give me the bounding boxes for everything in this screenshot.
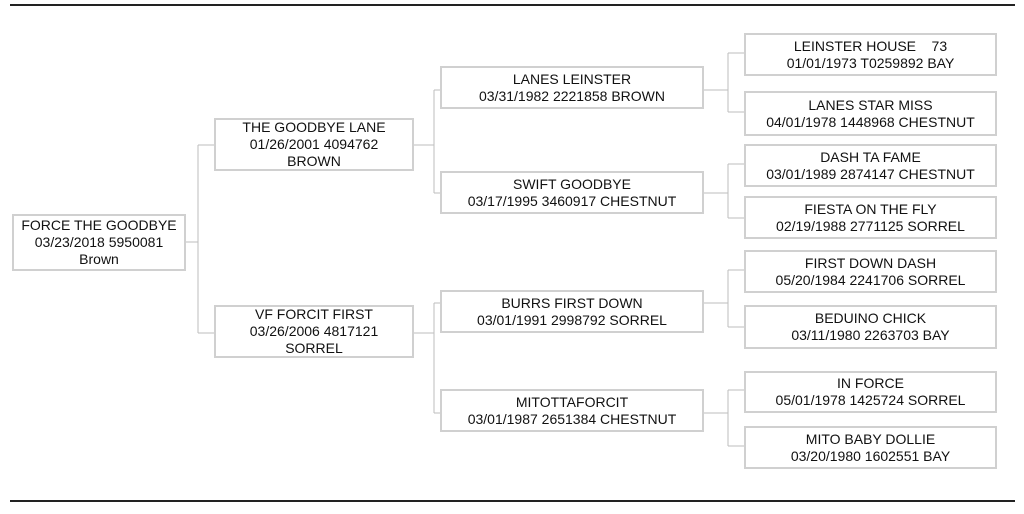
horse-name: BEDUINO CHICK [814, 310, 927, 326]
horse-details: 03/11/1980 2263703 BAY [791, 327, 950, 343]
horse-name: LANES STAR MISS [808, 96, 933, 113]
horse-box-dd-sire: IN FORCE 05/01/1978 1425724 SORREL [744, 371, 997, 413]
horse-color: SORREL [285, 340, 343, 356]
horse-name: SWIFT GOODBYE [513, 175, 631, 192]
top-rule [10, 4, 1015, 6]
horse-details: 04/01/1978 1448968 CHESTNUT [766, 113, 975, 130]
connector-dam-sire [703, 269, 744, 328]
connector-dam-dam [703, 389, 744, 447]
horse-details: 02/19/1988 2771125 SORREL [776, 217, 965, 234]
horse-name: FIESTA ON THE FLY [804, 200, 937, 217]
horse-box-dam-sire: BURRS FIRST DOWN 03/01/1991 2998792 SORR… [440, 290, 704, 333]
horse-name: FORCE THE GOODBYE [21, 217, 177, 233]
horse-box-dam: VF FORCIT FIRST 03/26/2006 4817121 SORRE… [214, 305, 414, 358]
horse-name: BURRS FIRST DOWN [501, 294, 643, 311]
horse-box-ds-sire: FIRST DOWN DASH 05/20/1984 2241706 SORRE… [744, 250, 997, 293]
horse-details: 05/01/1978 1425724 SORREL [775, 392, 966, 408]
horse-box-sd-dam: FIESTA ON THE FLY 02/19/1988 2771125 SOR… [744, 196, 997, 239]
horse-box-sire: THE GOODBYE LANE 01/26/2001 4094762 BROW… [214, 118, 414, 171]
horse-details: 03/23/2018 5950081 [34, 234, 164, 250]
horse-name: FIRST DOWN DASH [804, 254, 937, 271]
horse-details: 03/17/1995 3460917 CHESTNUT [467, 192, 677, 209]
horse-details: 03/01/1987 2651384 CHESTNUT [467, 410, 677, 427]
horse-name: VF FORCIT FIRST [255, 306, 373, 322]
horse-box-subject: FORCE THE GOODBYE 03/23/2018 5950081 Bro… [12, 214, 186, 271]
horse-name: LEINSTER HOUSE 73 [793, 37, 948, 54]
bottom-rule [10, 500, 1015, 502]
horse-details: 01/26/2001 4094762 [249, 136, 379, 152]
horse-color: BROWN [287, 153, 341, 169]
horse-name: IN FORCE [837, 375, 904, 391]
connector-subject [185, 144, 214, 334]
horse-box-sire-sire: LANES LEINSTER 03/31/1982 2221858 BROWN [440, 66, 704, 109]
connector-sire-sire [703, 52, 744, 113]
horse-box-sd-sire: DASH TA FAME 03/01/1989 2874147 CHESTNUT [744, 144, 997, 187]
horse-box-sire-dam: SWIFT GOODBYE 03/17/1995 3460917 CHESTNU… [440, 171, 704, 214]
horse-box-ss-dam: LANES STAR MISS 04/01/1978 1448968 CHEST… [744, 91, 997, 136]
connector-dam [413, 302, 440, 414]
horse-details: 03/01/1989 2874147 CHESTNUT [766, 165, 975, 182]
horse-name: LANES LEINSTER [512, 70, 632, 87]
horse-details: 03/26/2006 4817121 [249, 323, 379, 339]
connector-sire [413, 89, 440, 194]
horse-name: DASH TA FAME [820, 148, 921, 165]
horse-name: MITOTTAFORCIT [515, 393, 629, 410]
horse-box-ds-dam: BEDUINO CHICK 03/11/1980 2263703 BAY [744, 305, 997, 349]
horse-color: Brown [79, 251, 119, 267]
connector-sire-dam [703, 163, 744, 219]
horse-name: THE GOODBYE LANE [242, 119, 386, 135]
horse-box-ss-sire: LEINSTER HOUSE 73 01/01/1973 T0259892 BA… [744, 33, 997, 76]
horse-details: 03/01/1991 2998792 SORREL [477, 311, 667, 328]
horse-name: MITO BABY DOLLIE [805, 430, 936, 447]
horse-details: 03/20/1980 1602551 BAY [790, 447, 951, 464]
horse-box-dd-dam: MITO BABY DOLLIE 03/20/1980 1602551 BAY [744, 426, 997, 469]
horse-details: 03/31/1982 2221858 BROWN [478, 87, 665, 104]
horse-details: 05/20/1984 2241706 SORREL [775, 271, 966, 288]
horse-details: 01/01/1973 T0259892 BAY [786, 54, 955, 71]
horse-box-dam-dam: MITOTTAFORCIT 03/01/1987 2651384 CHESTNU… [440, 389, 704, 432]
